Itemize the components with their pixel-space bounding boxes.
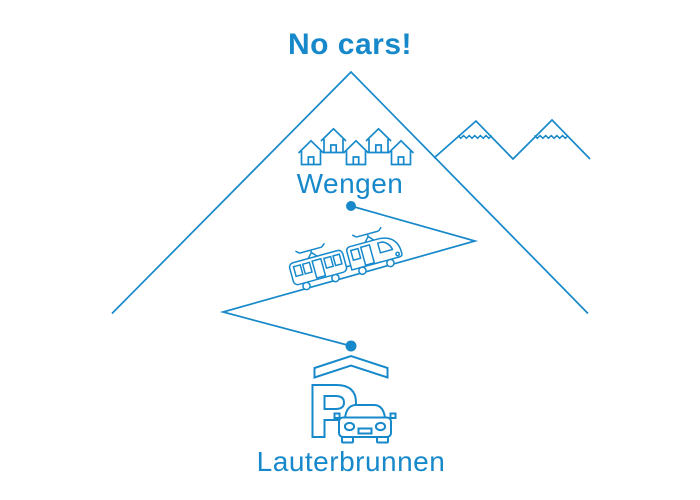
snow-line-icon — [457, 134, 493, 140]
train-windshield — [376, 241, 394, 254]
car-headlight — [343, 421, 356, 432]
rail-route — [219, 201, 479, 352]
train-headlight — [395, 251, 401, 257]
mountain-icon — [111, 70, 589, 315]
car-headlight — [374, 421, 387, 432]
lower-village-label: Lauterbrunnen — [257, 446, 446, 477]
car-wheel — [341, 436, 354, 444]
car-wheel — [376, 436, 389, 444]
house-icon — [387, 139, 415, 166]
pantograph-icon — [295, 242, 325, 259]
car-icon — [333, 404, 397, 444]
parking-p-icon — [311, 384, 358, 438]
house-icon — [320, 127, 347, 154]
train-rear-windows — [292, 253, 343, 279]
train-front-windows — [349, 241, 394, 267]
car-cabin — [343, 404, 387, 419]
rail-route-line — [219, 205, 479, 347]
train-icon — [288, 226, 403, 291]
car-mirror — [389, 412, 397, 419]
parking-garage-icon — [311, 354, 397, 444]
snow-line-icon — [533, 134, 569, 140]
village-houses-icon — [297, 127, 415, 166]
car-mirror — [333, 412, 341, 419]
pantograph-icon — [351, 226, 382, 243]
route-dot-upper — [346, 201, 356, 211]
train-rear-car — [288, 249, 348, 286]
house-icon — [297, 139, 325, 166]
garage-roof-icon — [313, 354, 389, 379]
house-icon — [365, 127, 392, 154]
upper-village-label: Wengen — [297, 168, 404, 199]
snowy-peaks-icon — [433, 118, 591, 161]
page-title: No cars! — [288, 28, 412, 61]
train-front-car — [346, 237, 403, 271]
house-icon — [342, 139, 370, 166]
route-dot-lower — [345, 340, 357, 352]
peaks-outline — [433, 118, 591, 161]
train-door — [359, 244, 376, 267]
car-plate — [357, 427, 373, 435]
train-door — [311, 257, 327, 279]
